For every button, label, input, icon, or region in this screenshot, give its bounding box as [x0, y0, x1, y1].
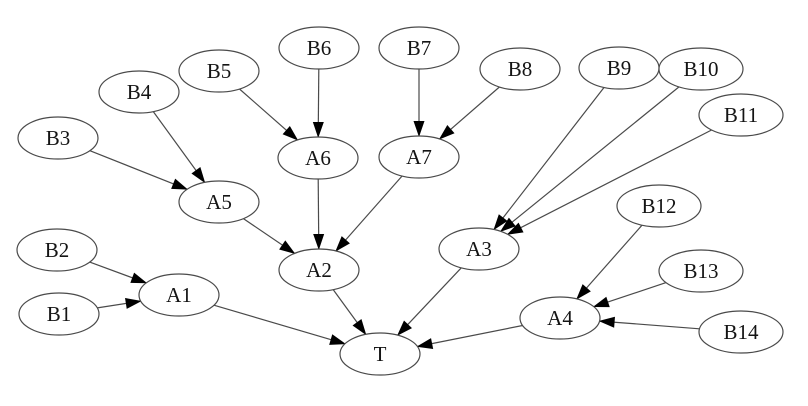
node-B9: B9: [578, 46, 660, 90]
node-A1: A1: [138, 273, 220, 317]
node-B11-ellipse: [698, 93, 784, 137]
node-A3: A3: [438, 227, 520, 271]
node-B10: B10: [658, 47, 744, 91]
node-B3: B3: [17, 116, 99, 160]
node-A3-label: A3: [466, 237, 492, 261]
node-B14-label: B14: [723, 320, 759, 344]
node-B8-label: B8: [508, 57, 533, 81]
node-A4-label: A4: [547, 306, 573, 330]
node-B6-ellipse: [278, 26, 360, 70]
node-A2-label: A2: [306, 258, 332, 282]
edge-A7-A2: [335, 175, 403, 252]
node-B5-ellipse: [178, 49, 260, 93]
node-A7: A7: [378, 135, 460, 179]
node-B6: B6: [278, 26, 360, 70]
node-B9-label: B9: [607, 56, 632, 80]
edge-B4-A5: [152, 111, 206, 184]
node-B2: B2: [16, 228, 98, 272]
node-B7-label: B7: [407, 36, 432, 60]
node-B6-label: B6: [307, 36, 332, 60]
edge-B8-A7: [438, 86, 500, 140]
edge-B3-A5: [89, 150, 189, 190]
node-B13: B13: [658, 249, 744, 293]
node-B1-label: B1: [47, 302, 72, 326]
node-A2: A2: [278, 248, 360, 292]
edge-A3-T: [397, 267, 462, 336]
edge-B5-A6: [239, 88, 299, 141]
node-A5: A5: [178, 180, 260, 224]
edge-A2-T: [332, 289, 367, 336]
node-T-label: T: [374, 342, 387, 366]
edge-B2-A1: [89, 261, 148, 284]
edge-A4-T: [416, 324, 523, 349]
edge-B14-A4: [598, 316, 700, 330]
node-B11: B11: [698, 93, 784, 137]
node-B3-label: B3: [46, 126, 71, 150]
node-B10-label: B10: [683, 57, 718, 81]
node-A1-ellipse: [138, 273, 220, 317]
node-B10-ellipse: [658, 47, 744, 91]
node-A6: A6: [277, 136, 359, 180]
node-A3-ellipse: [438, 227, 520, 271]
node-A7-ellipse: [378, 135, 460, 179]
node-B7-ellipse: [378, 26, 460, 70]
node-B12-ellipse: [616, 184, 702, 228]
node-B5-label: B5: [207, 59, 232, 83]
node-B5: B5: [178, 49, 260, 93]
edge-A5-A2: [243, 218, 296, 254]
node-A1-label: A1: [166, 283, 192, 307]
node-A7-label: A7: [406, 145, 432, 169]
node-B8-ellipse: [479, 47, 561, 91]
node-T: T: [339, 332, 421, 376]
node-A4: A4: [519, 296, 601, 340]
node-B1-ellipse: [18, 292, 100, 336]
node-T-ellipse: [339, 332, 421, 376]
node-A5-label: A5: [206, 190, 232, 214]
node-B11-label: B11: [724, 103, 758, 127]
node-B4-ellipse: [98, 70, 180, 114]
edge-B12-A4: [576, 224, 643, 300]
node-A2-ellipse: [278, 248, 360, 292]
node-B12: B12: [616, 184, 702, 228]
node-B13-ellipse: [658, 249, 744, 293]
edge-B13-A4: [592, 282, 667, 308]
edge-B10-A3: [499, 86, 680, 233]
node-A5-ellipse: [178, 180, 260, 224]
edge-B1-A1: [97, 297, 142, 309]
node-A4-ellipse: [519, 296, 601, 340]
node-B13-label: B13: [683, 259, 718, 283]
edge-A1-T: [213, 304, 347, 345]
node-B2-ellipse: [16, 228, 98, 272]
node-A6-label: A6: [305, 146, 331, 170]
node-B3-ellipse: [17, 116, 99, 160]
edge-B9-A3: [493, 87, 605, 231]
node-B7: B7: [378, 26, 460, 70]
node-B8: B8: [479, 47, 561, 91]
node-B4: B4: [98, 70, 180, 114]
node-B2-label: B2: [45, 238, 70, 262]
edge-B6-A6: [312, 68, 324, 138]
edge-B11-A3: [506, 129, 712, 235]
node-B1: B1: [18, 292, 100, 336]
node-B14: B14: [698, 310, 784, 354]
node-B4-label: B4: [127, 80, 152, 104]
node-B14-ellipse: [698, 310, 784, 354]
edge-A6-A2: [313, 178, 325, 250]
node-A6-ellipse: [277, 136, 359, 180]
node-B12-label: B12: [641, 194, 676, 218]
